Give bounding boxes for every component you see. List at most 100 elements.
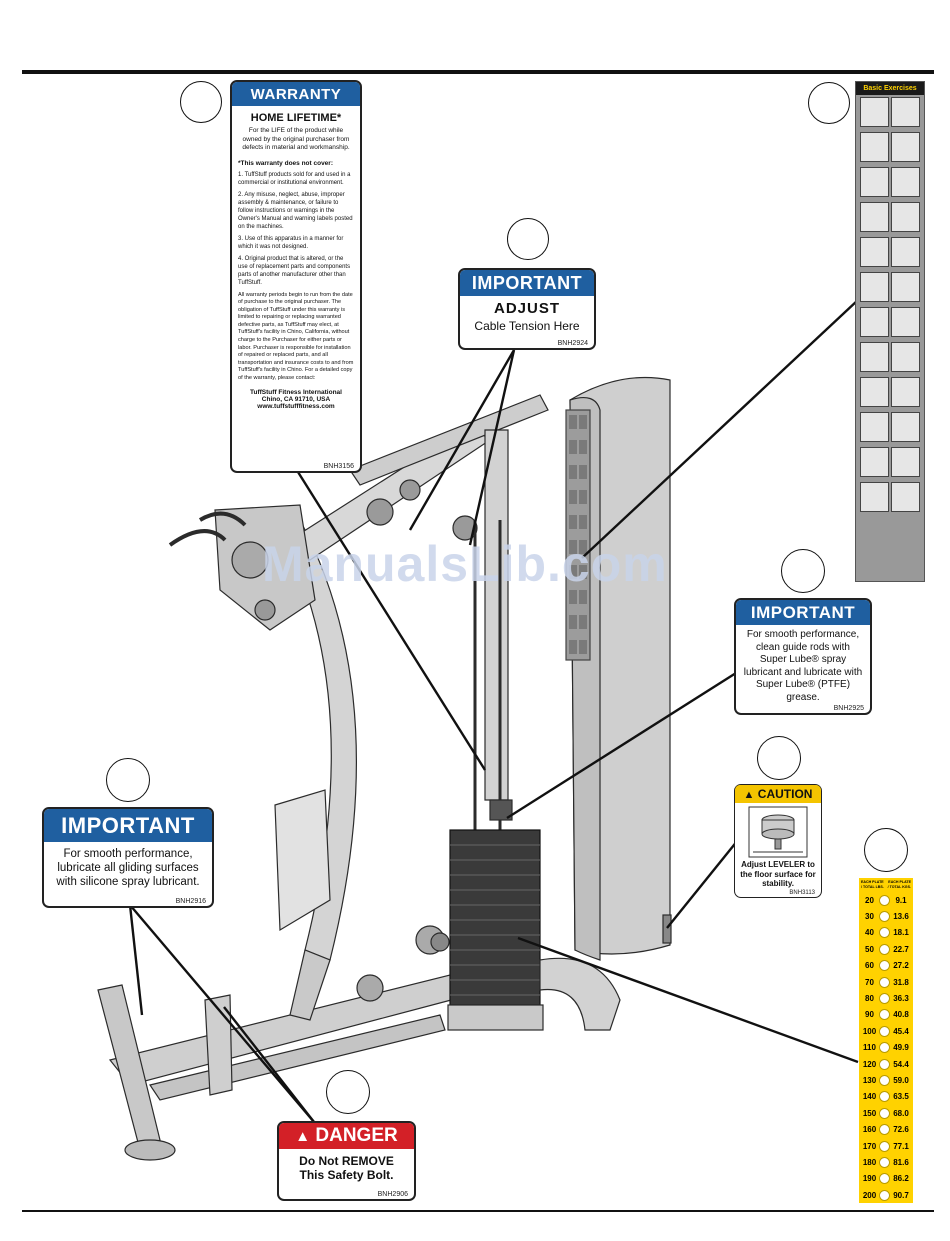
exercise-thumbnail	[860, 342, 889, 372]
weight-selector-circle	[879, 1074, 890, 1086]
weight-selector-circle	[879, 1107, 890, 1119]
weight-lbs: 120	[862, 1059, 877, 1069]
warning-triangle-icon: ▲	[743, 789, 755, 801]
exercise-thumbnail	[891, 342, 920, 372]
exercise-row	[860, 237, 920, 267]
weight-selector-circle	[879, 1058, 890, 1070]
callout-circle	[757, 736, 801, 780]
weight-selector-circle	[879, 993, 890, 1005]
weight-row: 160 72.6	[861, 1121, 911, 1137]
adjust-code: BNH2924	[557, 340, 588, 347]
exercise-thumbnail	[891, 272, 920, 302]
weight-selector-circle	[879, 943, 890, 955]
weight-selector-circle	[879, 894, 890, 906]
weight-kgs: 68.0	[893, 1108, 909, 1118]
exercise-thumbnail	[891, 447, 920, 477]
warranty-body: All warranty periods begin to run from t…	[238, 291, 354, 382]
weight-row: 140 63.5	[861, 1089, 911, 1105]
exercise-row	[860, 307, 920, 337]
caution-code: BNH3113	[789, 890, 815, 896]
exercise-thumbnail	[891, 377, 920, 407]
top-rule	[22, 70, 934, 74]
exercise-thumbnail	[860, 202, 889, 232]
weight-lbs: 60	[865, 961, 874, 971]
guide-rods-header: IMPORTANT	[736, 600, 870, 625]
danger-header-bar: ▲ DANGER	[279, 1123, 414, 1149]
caution-label: ▲ CAUTION Adjust LEVELER to the floor su…	[734, 784, 822, 898]
exercise-thumbnail	[860, 447, 889, 477]
exercise-thumbnail	[860, 167, 889, 197]
weight-lbs: 190	[862, 1174, 877, 1184]
callout-circle	[326, 1070, 370, 1114]
danger-line2: This Safety Bolt.	[299, 1168, 394, 1182]
weight-kgs: 63.5	[893, 1092, 909, 1102]
exercise-thumbnail	[860, 307, 889, 337]
gliding-surfaces-header: IMPORTANT	[44, 809, 212, 842]
weight-kgs: 31.8	[893, 977, 909, 987]
weight-kgs: 90.7	[893, 1190, 909, 1200]
exercise-row	[860, 377, 920, 407]
weight-kgs: 86.2	[893, 1174, 909, 1184]
exercise-thumbnail	[860, 377, 889, 407]
exercise-row	[860, 202, 920, 232]
warranty-item: 1. TuffStuff products sold for and used …	[238, 171, 351, 186]
guide-rods-text: For smooth performance, clean guide rods…	[743, 629, 863, 703]
warranty-address-line: TuffStuff Fitness International	[250, 388, 342, 396]
weight-chart-header: EACH PLATE / TOTAL LBS. EACH PLATE / TOT…	[861, 880, 911, 892]
adjust-line2: Cable Tension Here	[474, 319, 580, 333]
exercise-grid	[856, 95, 924, 519]
weight-kgs: 18.1	[893, 928, 909, 938]
callout-circle	[106, 758, 150, 802]
weight-selector-circle	[879, 1025, 890, 1037]
weight-kgs: 27.2	[893, 961, 909, 971]
weight-lbs: 140	[862, 1092, 877, 1102]
weight-selector-circle	[879, 960, 890, 972]
weight-row: 60 27.2	[861, 958, 911, 974]
bottom-rule	[22, 1210, 934, 1212]
weight-lbs: 160	[862, 1125, 877, 1135]
exercise-thumbnail	[860, 237, 889, 267]
exercise-thumbnail	[891, 167, 920, 197]
exercise-thumbnail	[891, 307, 920, 337]
weight-lbs: 110	[863, 1043, 876, 1053]
guide-rods-code: BNH2925	[833, 705, 864, 712]
warranty-label: WARRANTY HOME LIFETIME* For the LIFE of …	[230, 80, 362, 473]
weight-selector-circle	[879, 911, 890, 923]
weight-selector-circle	[879, 1091, 890, 1103]
weight-kgs: 54.4	[893, 1059, 909, 1069]
warranty-code: BNH3156	[323, 463, 354, 470]
callout-circle	[781, 549, 825, 593]
weight-row: 200 90.7	[861, 1187, 911, 1203]
weight-selector-circle	[879, 927, 890, 939]
warranty-address-line: www.tuffstufffitness.com	[257, 402, 335, 410]
adjust-header: IMPORTANT	[460, 270, 594, 296]
exercise-thumbnail	[891, 412, 920, 442]
danger-line1: Do Not REMOVE	[299, 1154, 394, 1168]
weight-kgs: 45.4	[893, 1026, 909, 1036]
weight-lbs: 150	[862, 1108, 877, 1118]
weight-kgs: 72.6	[893, 1125, 909, 1135]
weight-lbs: 200	[862, 1190, 877, 1200]
exercise-thumbnail	[891, 202, 920, 232]
gliding-surfaces-text: For smooth performance, lubricate all gl…	[56, 848, 200, 888]
weight-kgs: 59.0	[893, 1075, 909, 1085]
weight-selector-circle	[879, 1156, 890, 1168]
exercise-row	[860, 132, 920, 162]
weight-kgs: 36.3	[893, 994, 909, 1004]
warranty-title: HOME LIFETIME*	[250, 112, 342, 124]
weight-selector-circle	[879, 1009, 890, 1021]
warranty-address-line: Chino, CA 91710, USA	[261, 395, 331, 403]
warranty-header: WARRANTY	[232, 82, 360, 106]
weight-kgs: 40.8	[893, 1010, 909, 1020]
weight-row: 190 86.2	[861, 1171, 911, 1187]
exercise-row	[860, 272, 920, 302]
weight-chart-header-lbs: EACH PLATE / TOTAL LBS.	[861, 880, 884, 889]
weight-selector-circle	[879, 1173, 890, 1185]
